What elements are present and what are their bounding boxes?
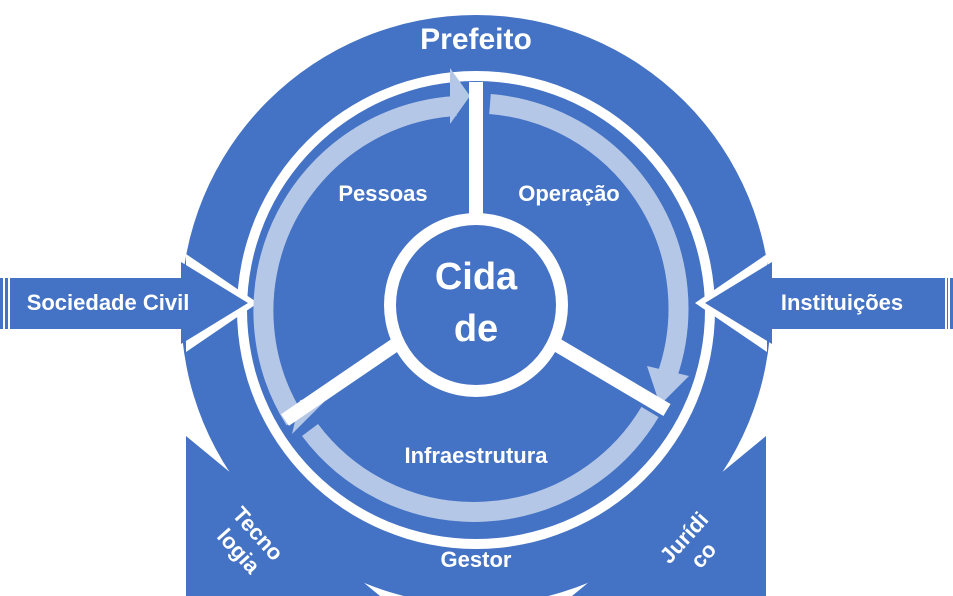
cidade-label-line1: Cida bbox=[435, 256, 518, 298]
sociedade-civil-arrow bbox=[0, 254, 258, 352]
instituicoes-label: Instituições bbox=[781, 290, 903, 315]
cycle-arrowhead-right bbox=[647, 366, 689, 405]
operacao-label: Operação bbox=[518, 181, 620, 206]
gestor-label: Gestor bbox=[441, 547, 512, 572]
instituicoes-arrow bbox=[695, 254, 953, 352]
center-circle bbox=[396, 225, 556, 385]
cidade-label-line2: de bbox=[454, 308, 498, 350]
pessoas-label: Pessoas bbox=[338, 181, 427, 206]
segment-dividers bbox=[281, 82, 671, 426]
prefeito-label: Prefeito bbox=[420, 23, 532, 56]
infraestrutura-label: Infraestrutura bbox=[404, 443, 548, 468]
cycle-arrow bbox=[253, 94, 689, 522]
sociedade-civil-label: Sociedade Civil bbox=[27, 290, 190, 315]
cycle-arrowhead-top bbox=[450, 68, 470, 124]
